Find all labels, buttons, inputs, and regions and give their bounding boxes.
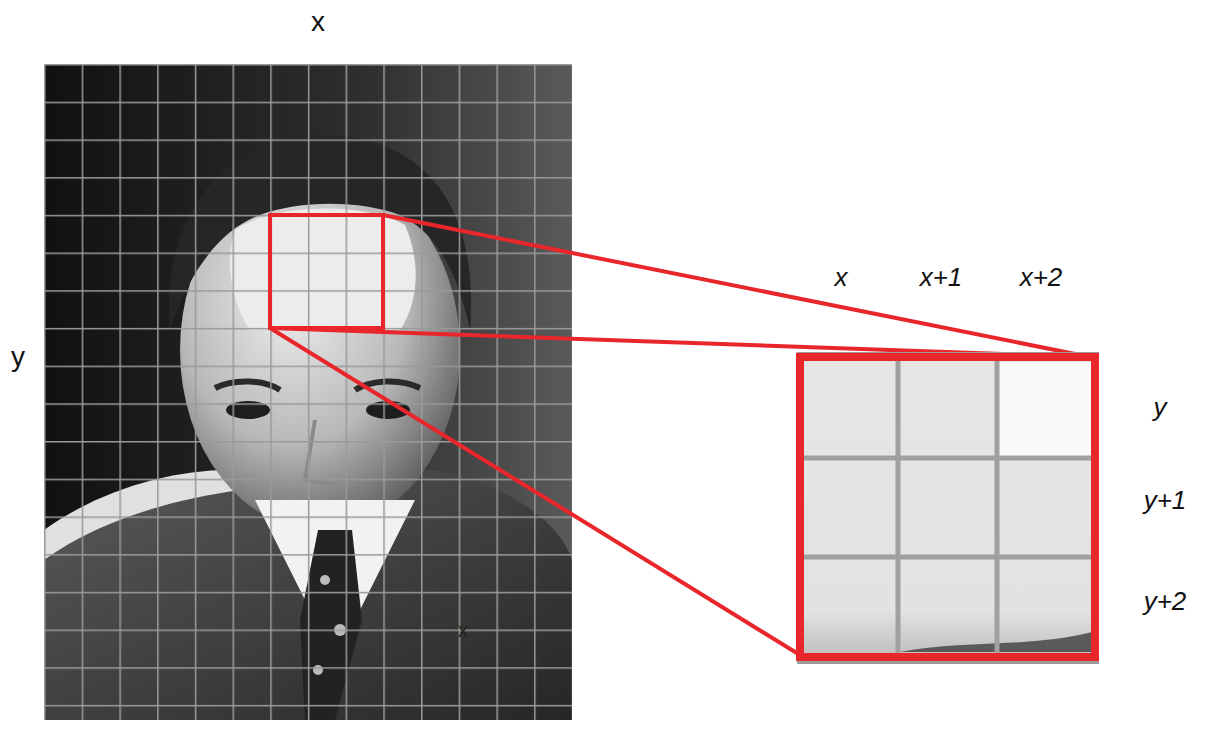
zoomed-pixels xyxy=(797,352,1099,664)
column-label: x+2 xyxy=(1020,264,1063,290)
portrait-photo xyxy=(44,64,572,720)
zoom-line xyxy=(270,328,800,655)
column-label: x+1 xyxy=(920,264,963,290)
pixel-label: x xyxy=(458,620,468,640)
column-label: x xyxy=(835,264,848,290)
row-label: y+1 xyxy=(1144,487,1187,513)
axis-label: y xyxy=(11,343,25,371)
row-label: y+2 xyxy=(1144,588,1187,614)
axis-label: x xyxy=(311,8,325,36)
row-label: y xyxy=(1154,394,1167,420)
zoom-region xyxy=(270,215,383,328)
